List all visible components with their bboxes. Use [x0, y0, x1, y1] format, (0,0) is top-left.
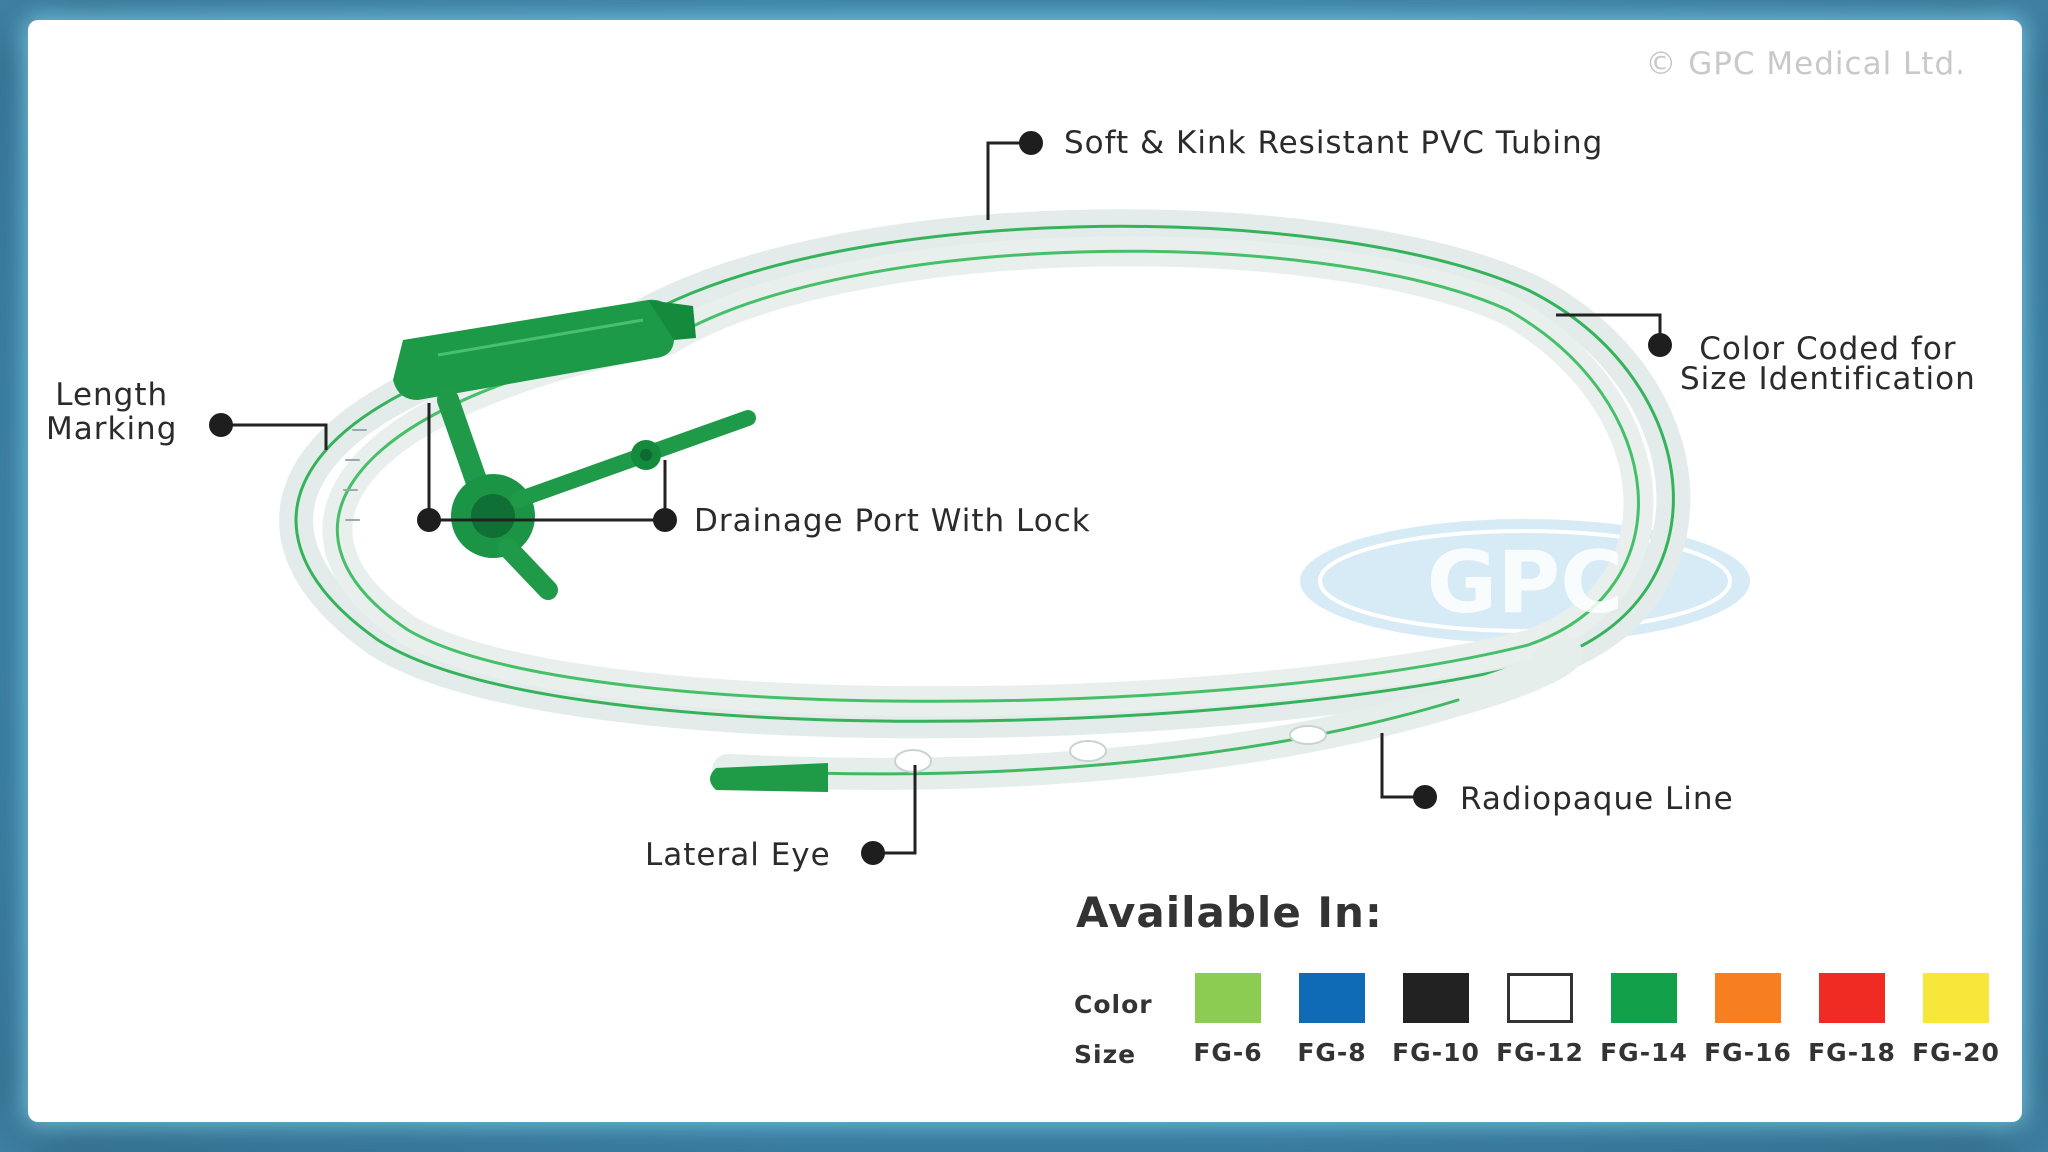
size-row-label: Size: [1074, 1040, 1137, 1069]
size-label: FG-16: [1704, 1038, 1792, 1067]
callout-color-coded-line2: Size Identification: [1680, 361, 1976, 397]
product-panel: GPC © GPC Medical Ltd. Soft & Kink Resis…: [28, 20, 2022, 1122]
callout-length-line2: Marking: [46, 411, 178, 447]
callout-color-coded-line1: Color Coded for: [1699, 331, 1957, 367]
size-label: FG-6: [1193, 1038, 1263, 1067]
color-swatch: [1715, 973, 1781, 1023]
callout-dots: [209, 131, 1672, 865]
callout-color-coded-label: Color Coded for Size Identification: [1680, 331, 1976, 397]
color-swatch: [1819, 973, 1885, 1023]
funnel-connector: [393, 299, 696, 400]
color-swatch: [1195, 973, 1261, 1023]
color-swatch: [1611, 973, 1677, 1023]
callout-length-marking-label: Length Marking: [46, 378, 177, 446]
color-row-label: Color: [1074, 990, 1153, 1019]
color-swatch: [1507, 973, 1573, 1023]
callout-length-line1: Length: [55, 377, 169, 413]
available-in-title: Available In:: [1076, 888, 1383, 937]
color-swatch: [1923, 973, 1989, 1023]
callout-tubing-label: Soft & Kink Resistant PVC Tubing: [1064, 125, 1604, 161]
watermark-text: GPC: [1427, 533, 1624, 633]
color-swatch: [1403, 973, 1469, 1023]
catheter-tip: [710, 725, 1327, 792]
callout-drainage-label: Drainage Port With Lock: [694, 503, 1091, 539]
size-label: FG-18: [1808, 1038, 1896, 1067]
size-label: FG-8: [1297, 1038, 1367, 1067]
size-label: FG-12: [1496, 1038, 1584, 1067]
color-swatch: [1299, 973, 1365, 1023]
size-label: FG-20: [1912, 1038, 2000, 1067]
size-label: FG-14: [1600, 1038, 1688, 1067]
callout-lateral-eye-label: Lateral Eye: [645, 837, 831, 873]
copyright-text: © GPC Medical Ltd.: [1645, 46, 1966, 82]
catheter-tubing: [279, 209, 1691, 790]
product-illustration: GPC: [209, 131, 1750, 865]
callout-radiopaque-label: Radiopaque Line: [1460, 781, 1734, 817]
drainage-port-lock: [437, 389, 756, 600]
size-label: FG-10: [1392, 1038, 1480, 1067]
